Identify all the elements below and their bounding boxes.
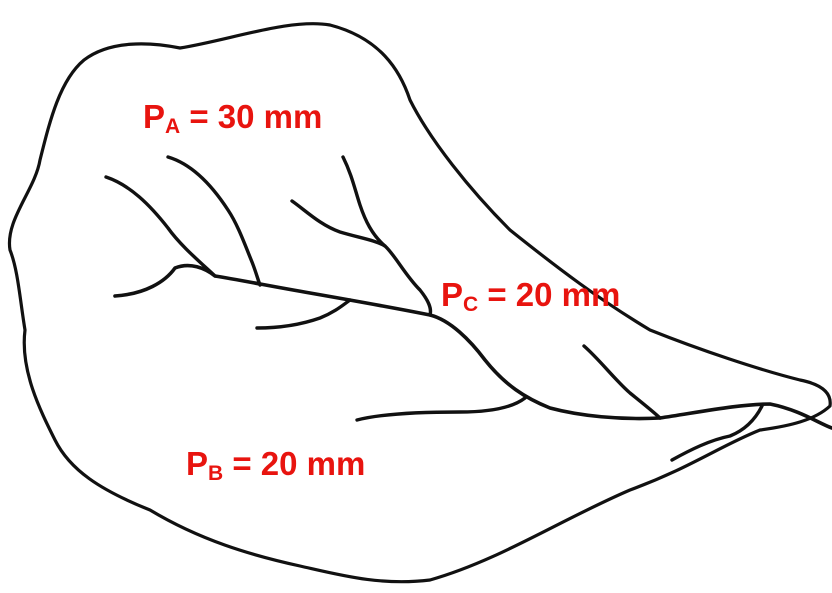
label-c-letter: P xyxy=(441,276,463,313)
label-a-value: = 30 mm xyxy=(180,98,322,135)
tributary-1 xyxy=(106,177,215,276)
label-a-subscript: A xyxy=(165,115,180,138)
catchment-boundary xyxy=(9,24,830,582)
tributary-5 xyxy=(257,300,350,328)
label-c-subscript: C xyxy=(463,293,478,316)
precipitation-label-b: PB = 20 mm xyxy=(186,447,365,484)
tributary-3 xyxy=(292,201,431,315)
tributary-7 xyxy=(584,346,660,418)
tributary-4 xyxy=(343,157,385,246)
precipitation-label-c: PC = 20 mm xyxy=(441,278,620,315)
label-b-subscript: B xyxy=(208,462,223,485)
tributary-6 xyxy=(357,398,525,420)
label-c-value: = 20 mm xyxy=(478,276,620,313)
label-b-value: = 20 mm xyxy=(223,445,365,482)
label-a-letter: P xyxy=(143,98,165,135)
precipitation-label-a: PA = 30 mm xyxy=(143,100,322,137)
label-b-letter: P xyxy=(186,445,208,482)
